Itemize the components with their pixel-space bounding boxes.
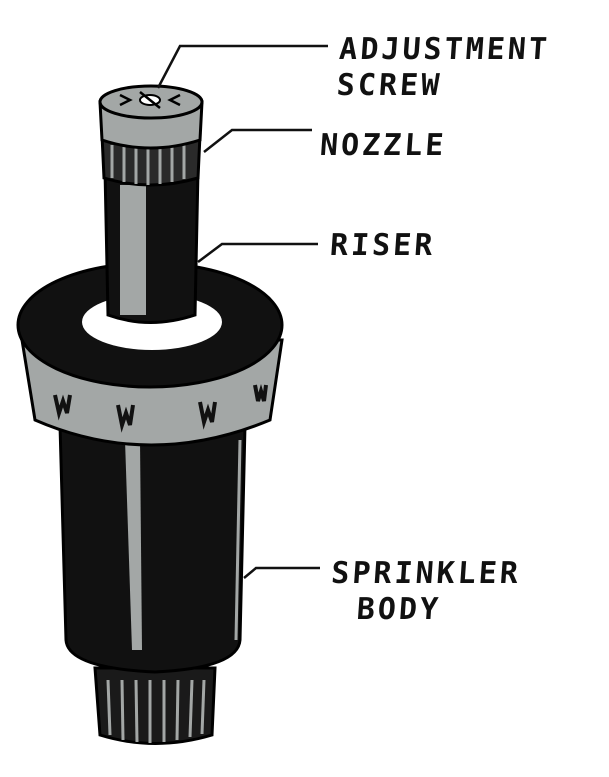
label-line: SCREW: [335, 68, 444, 103]
sprinkler-base: [93, 666, 217, 745]
label-riser: RISER: [328, 228, 437, 263]
leader-lines: [156, 44, 328, 579]
adjustment-screw-icon: [119, 91, 181, 109]
label-line: SPRINKLER: [330, 556, 523, 591]
label-line: BODY: [355, 592, 443, 627]
adjustment-cap: [98, 84, 204, 150]
label-adjustment-screw: ADJUSTMENT SCREW: [335, 32, 552, 104]
label-line: ADJUSTMENT: [338, 32, 552, 67]
label-sprinkler-body: SPRINKLER BODY: [327, 556, 522, 628]
riser: [103, 168, 200, 324]
label-nozzle: NOZZLE: [318, 128, 448, 163]
sprinkler-body: [58, 423, 247, 674]
